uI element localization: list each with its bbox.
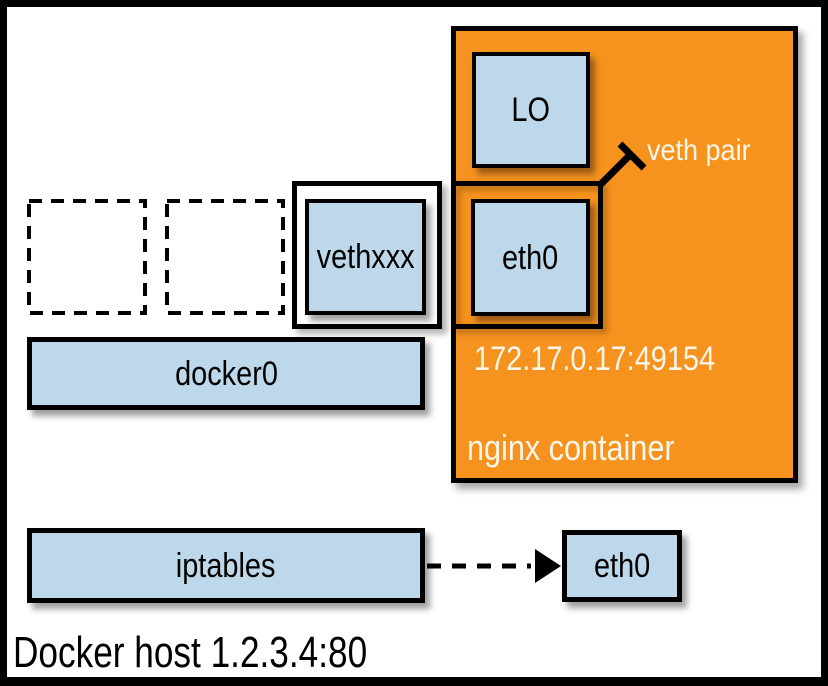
veth-pair-group-container-side	[451, 181, 603, 329]
lo-interface-label: LO	[511, 91, 551, 129]
iptables-to-eth0-arrowhead	[535, 549, 561, 583]
vethxxx-label: vethxxx	[316, 238, 415, 276]
vethxxx-box: vethxxx	[305, 199, 426, 315]
veth-pair-callout-cap	[617, 141, 647, 171]
container-eth0-label: eth0	[502, 238, 559, 277]
empty-container-slot-1	[27, 199, 147, 315]
iptables-bar: iptables	[27, 528, 425, 603]
iptables-label: iptables	[176, 546, 276, 585]
host-eth0-box: eth0	[562, 530, 682, 602]
empty-container-slot-2	[165, 199, 285, 315]
veth-pair-callout-line	[596, 151, 634, 189]
nginx-container-title: nginx container	[467, 427, 675, 468]
container-eth0-box: eth0	[471, 199, 590, 316]
veth-pair-label: veth pair	[647, 134, 751, 167]
docker-host-caption: Docker host 1.2.3.4:80	[13, 628, 368, 677]
docker0-bridge-bar: docker0	[27, 337, 425, 410]
host-eth0-label: eth0	[593, 547, 651, 585]
lo-interface-box: LO	[472, 52, 590, 168]
container-ip-port-label: 172.17.0.17:49154	[474, 340, 716, 378]
docker0-label: docker0	[174, 354, 278, 393]
